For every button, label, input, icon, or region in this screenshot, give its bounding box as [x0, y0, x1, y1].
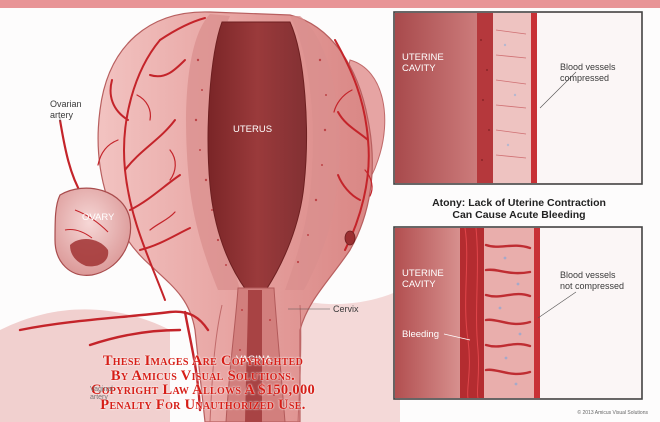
ovary-label: OVARY: [82, 212, 114, 223]
vessels-compressed-label: Blood vessels compressed: [560, 62, 616, 84]
watermark-line-4: Penalty For Unauthorized Use.: [8, 398, 398, 413]
cervix-label: Cervix: [333, 304, 359, 315]
vaginal-artery-label: Vaginal artery: [90, 386, 113, 402]
uterine-cavity-bottom-label: UTERINE CAVITY: [402, 268, 444, 290]
uterus-label: UTERUS: [233, 124, 272, 135]
watermark-line-2: By Amicus Visual Solutions.: [8, 369, 398, 384]
watermark-line-3: Copyright Law Allows A $150,000: [8, 383, 398, 398]
copyright-watermark: These Images Are Copyrighted By Amicus V…: [8, 354, 398, 412]
watermark-line-1: These Images Are Copyrighted: [8, 354, 398, 369]
image-credit: © 2013 Amicus Visual Solutions: [577, 410, 648, 416]
ovarian-artery-label: Ovarian artery: [50, 99, 82, 121]
ovary-shape: [55, 188, 131, 275]
uterine-cavity-top-label: UTERINE CAVITY: [402, 52, 444, 74]
vessels-not-compressed-label: Blood vessels not compressed: [560, 270, 624, 292]
bleeding-label: Bleeding: [402, 329, 439, 340]
panel-top: [394, 12, 642, 184]
panel-bottom: [394, 227, 642, 399]
figure-caption: Atony: Lack of Uterine Contraction Can C…: [394, 197, 644, 221]
